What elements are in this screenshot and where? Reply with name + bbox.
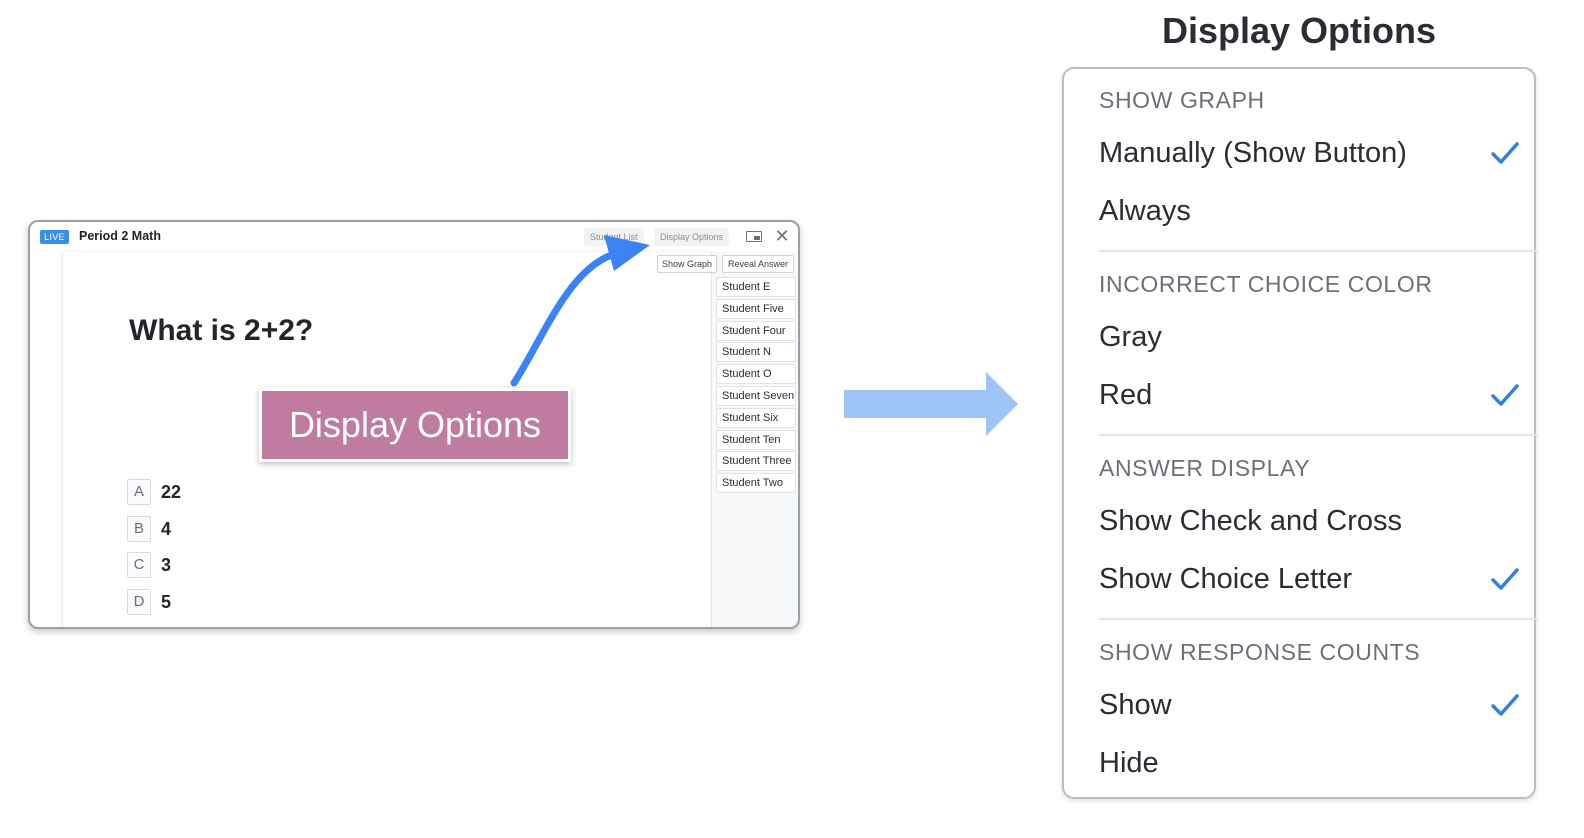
student-item[interactable]: Student O xyxy=(716,364,796,385)
option-label: Red xyxy=(1099,379,1153,411)
option-manually-show-button[interactable]: Manually (Show Button) xyxy=(1064,129,1534,179)
section-divider xyxy=(1099,434,1538,436)
student-item[interactable]: Student N xyxy=(716,342,796,363)
option-label: Always xyxy=(1099,195,1191,227)
tab-display-options[interactable]: Display Options xyxy=(654,228,730,246)
student-side-panel: Show Graph Reveal Answer Student E Stude… xyxy=(657,252,798,627)
student-item[interactable]: Student Five xyxy=(716,298,796,319)
student-item[interactable]: Student Two xyxy=(716,473,796,494)
option-show[interactable]: Show xyxy=(1064,681,1534,731)
choice-letter: D xyxy=(127,589,151,615)
student-item[interactable]: Student Four xyxy=(716,320,796,341)
student-item[interactable]: Student E xyxy=(716,277,796,297)
checkmark-icon xyxy=(1491,384,1519,406)
checkmark-icon xyxy=(1491,568,1519,590)
section-header-show-graph: SHOW GRAPH xyxy=(1099,87,1265,113)
option-hide[interactable]: Hide xyxy=(1064,739,1534,789)
section-header-show-response-counts: SHOW RESPONSE COUNTS xyxy=(1099,639,1421,665)
option-label: Gray xyxy=(1099,321,1162,353)
annotation-arrow-icon xyxy=(510,235,650,387)
option-show-check-and-cross[interactable]: Show Check and Cross xyxy=(1064,497,1534,547)
right-arrow-icon xyxy=(844,372,1018,436)
option-label: Manually (Show Button) xyxy=(1099,137,1407,169)
section-divider xyxy=(1099,250,1538,252)
question-text: What is 2+2? xyxy=(129,314,314,347)
display-options-menu: SHOW GRAPH Manually (Show Button) Always… xyxy=(1062,67,1538,799)
choice-letter: A xyxy=(127,479,151,505)
option-label: Show xyxy=(1099,689,1172,721)
section-header-answer-display: ANSWER DISPLAY xyxy=(1099,455,1311,481)
option-label: Hide xyxy=(1099,747,1159,779)
choice-value: 5 xyxy=(161,592,172,612)
student-item[interactable]: Student Ten xyxy=(716,429,796,450)
close-icon[interactable]: ✕ xyxy=(774,226,790,246)
choice-value: 22 xyxy=(161,482,182,502)
section-header-incorrect-choice-color: INCORRECT CHOICE COLOR xyxy=(1099,271,1433,297)
student-item[interactable]: Student Seven xyxy=(716,385,796,406)
option-red[interactable]: Red xyxy=(1064,371,1534,421)
menu-heading: Display Options xyxy=(1161,10,1437,51)
option-label: Show Choice Letter xyxy=(1099,563,1353,595)
reveal-answer-button[interactable]: Reveal Answer xyxy=(722,255,794,273)
option-gray[interactable]: Gray xyxy=(1064,313,1534,363)
show-graph-button[interactable]: Show Graph xyxy=(657,255,717,273)
window-title: Period 2 Math xyxy=(79,229,161,243)
choice-value: 3 xyxy=(161,555,172,575)
checkmark-icon xyxy=(1491,694,1519,716)
student-list: Student E Student Five Student Four Stud… xyxy=(716,277,796,495)
window-titlebar: LIVE Period 2 Math Student List Display … xyxy=(30,222,798,252)
poll-window: LIVE Period 2 Math Student List Display … xyxy=(28,220,800,629)
checkmark-icon xyxy=(1491,142,1519,164)
choice-value: 4 xyxy=(161,519,172,539)
choice-letter: C xyxy=(127,552,151,578)
option-label: Show Check and Cross xyxy=(1099,505,1403,537)
live-badge: LIVE xyxy=(40,230,69,244)
section-divider xyxy=(1099,618,1538,620)
picture-in-picture-icon[interactable] xyxy=(746,231,762,242)
student-item[interactable]: Student Three xyxy=(716,451,796,472)
option-show-choice-letter[interactable]: Show Choice Letter xyxy=(1064,555,1534,605)
display-options-callout: Display Options xyxy=(259,388,571,462)
option-always[interactable]: Always xyxy=(1064,187,1534,237)
student-item[interactable]: Student Six xyxy=(716,407,796,428)
choice-letter: B xyxy=(127,516,151,542)
